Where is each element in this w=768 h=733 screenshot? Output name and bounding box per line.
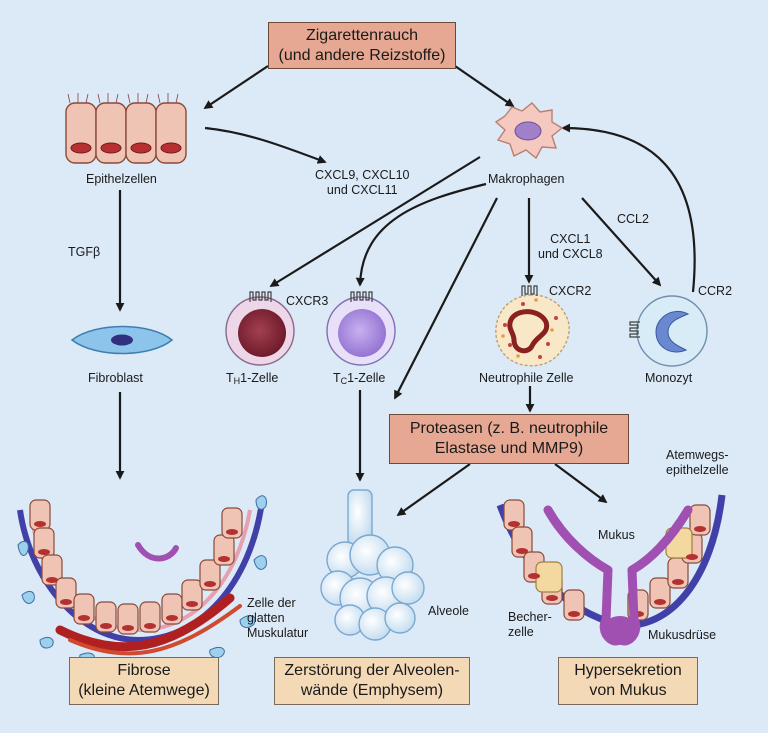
label-alveole: Alveole <box>428 604 469 618</box>
protease-line2: Elastase und MMP9) <box>434 440 584 457</box>
tc1-cell-illustration <box>326 291 396 366</box>
becher-line2: zelle <box>508 625 534 639</box>
arrow-smoke-to-macrophage <box>454 65 515 108</box>
label-tgfb: TGFβ <box>68 245 101 259</box>
smooth-muscle-line1: Zelle der <box>247 596 296 610</box>
hypersecretion-illustration <box>496 494 726 646</box>
fibrose-illustration <box>17 495 267 671</box>
label-monozyt: Monozyt <box>645 371 693 385</box>
tc1-subscript: C <box>340 376 348 386</box>
hypersekretion-line1: Hypersekretion <box>574 662 682 679</box>
tc1-suffix: 1-Zelle <box>347 371 386 385</box>
arrow-epithel-to-cxcl <box>204 126 327 164</box>
cxcl1-line1: CXCL1 <box>550 232 591 246</box>
th1-cell-illustration <box>225 291 295 366</box>
monocyte-illustration <box>629 295 708 367</box>
outcome-hypersekretion-box: Hypersekretion von Mukus <box>558 657 698 705</box>
fibrose-line2: (kleine Atemwege) <box>78 682 210 699</box>
label-cxcr3: CXCR3 <box>286 294 329 308</box>
label-cxcr2: CXCR2 <box>549 284 592 298</box>
th1-subscript: H <box>233 376 241 386</box>
arrow-macro-to-monozyt <box>581 197 662 287</box>
protease-line1: Proteasen (z. B. neutrophile <box>409 420 609 437</box>
label-ccl2: CCL2 <box>617 212 649 226</box>
airway-epi-line2: epithelzelle <box>666 463 729 477</box>
th1-suffix: 1-Zelle <box>240 371 279 385</box>
label-fibroblast: Fibroblast <box>88 371 143 385</box>
arrow-proteasen-to-mukus <box>554 463 608 504</box>
cigarette-smoke-line1: Zigarettenrauch <box>305 26 419 44</box>
arrow-smoke-to-epithel <box>203 65 269 109</box>
arrow-macro-to-th1 <box>269 156 481 287</box>
label-mukusdruese: Mukusdrüse <box>648 628 717 642</box>
label-th1-cell: TH1-Zelle <box>226 371 278 389</box>
label-atemwegsepithelzelle: Atemwegs- epithelzelle <box>666 448 729 478</box>
label-smooth-muscle: Zelle der glatten Muskulatur <box>247 596 308 641</box>
arrow-macro-to-proteasen <box>394 197 498 400</box>
label-becherzelle: Becher- zelle <box>508 610 552 640</box>
label-epithelzellen: Epithelzellen <box>86 172 157 186</box>
arrows <box>115 65 696 517</box>
arrow-macro-to-tc1 <box>355 182 487 287</box>
hypersekretion-line2: von Mukus <box>589 682 667 699</box>
label-makrophagen: Makrophagen <box>488 172 565 186</box>
cxcl1-line2: und CXCL8 <box>538 247 603 261</box>
label-cxcl9: CXCL9, CXCL10 und CXCL11 <box>315 168 410 198</box>
arrow-proteasen-to-alveole <box>396 463 471 517</box>
becher-line1: Becher- <box>508 610 552 624</box>
cxcl9-line2: und CXCL11 <box>326 183 398 197</box>
outcome-fibrose-box: Fibrose (kleine Atemwege) <box>69 657 219 705</box>
arrow-monozyt-to-macro <box>561 123 696 293</box>
fibroblast-illustration <box>70 325 174 355</box>
emphysem-line2: wände (Emphysem) <box>300 682 444 699</box>
th1-prefix: T <box>226 371 234 385</box>
alveole-illustration <box>320 489 425 641</box>
label-mukus: Mukus <box>598 528 635 542</box>
label-cxcl1: CXCL1 und CXCL8 <box>538 232 603 262</box>
epithelial-cells-illustration <box>65 93 187 164</box>
label-tc1-cell: TC1-Zelle <box>333 371 385 389</box>
cigarette-smoke-line2: (und andere Reizstoffe) <box>278 46 446 64</box>
label-ccr2: CCR2 <box>698 284 733 298</box>
cxcl9-line1: CXCL9, CXCL10 <box>315 168 410 182</box>
neutrophil-illustration <box>495 285 570 367</box>
emphysem-line1: Zerstörung der Alveolen- <box>284 662 460 679</box>
smooth-muscle-line3: Muskulatur <box>247 626 309 640</box>
tc1-prefix: T <box>333 371 341 385</box>
macrophage-illustration <box>494 102 564 160</box>
smooth-muscle-line2: glatten <box>247 611 285 625</box>
airway-epi-line1: Atemwegs- <box>666 448 729 462</box>
fibrose-line1: Fibrose <box>117 662 171 679</box>
protease-box: Proteasen (z. B. neutrophile Elastase un… <box>389 414 629 464</box>
outcome-emphysem-box: Zerstörung der Alveolen- wände (Emphysem… <box>274 657 470 705</box>
cigarette-smoke-box: Zigarettenrauch (und andere Reizstoffe) <box>268 22 456 69</box>
label-neutrophil: Neutrophile Zelle <box>479 371 574 385</box>
